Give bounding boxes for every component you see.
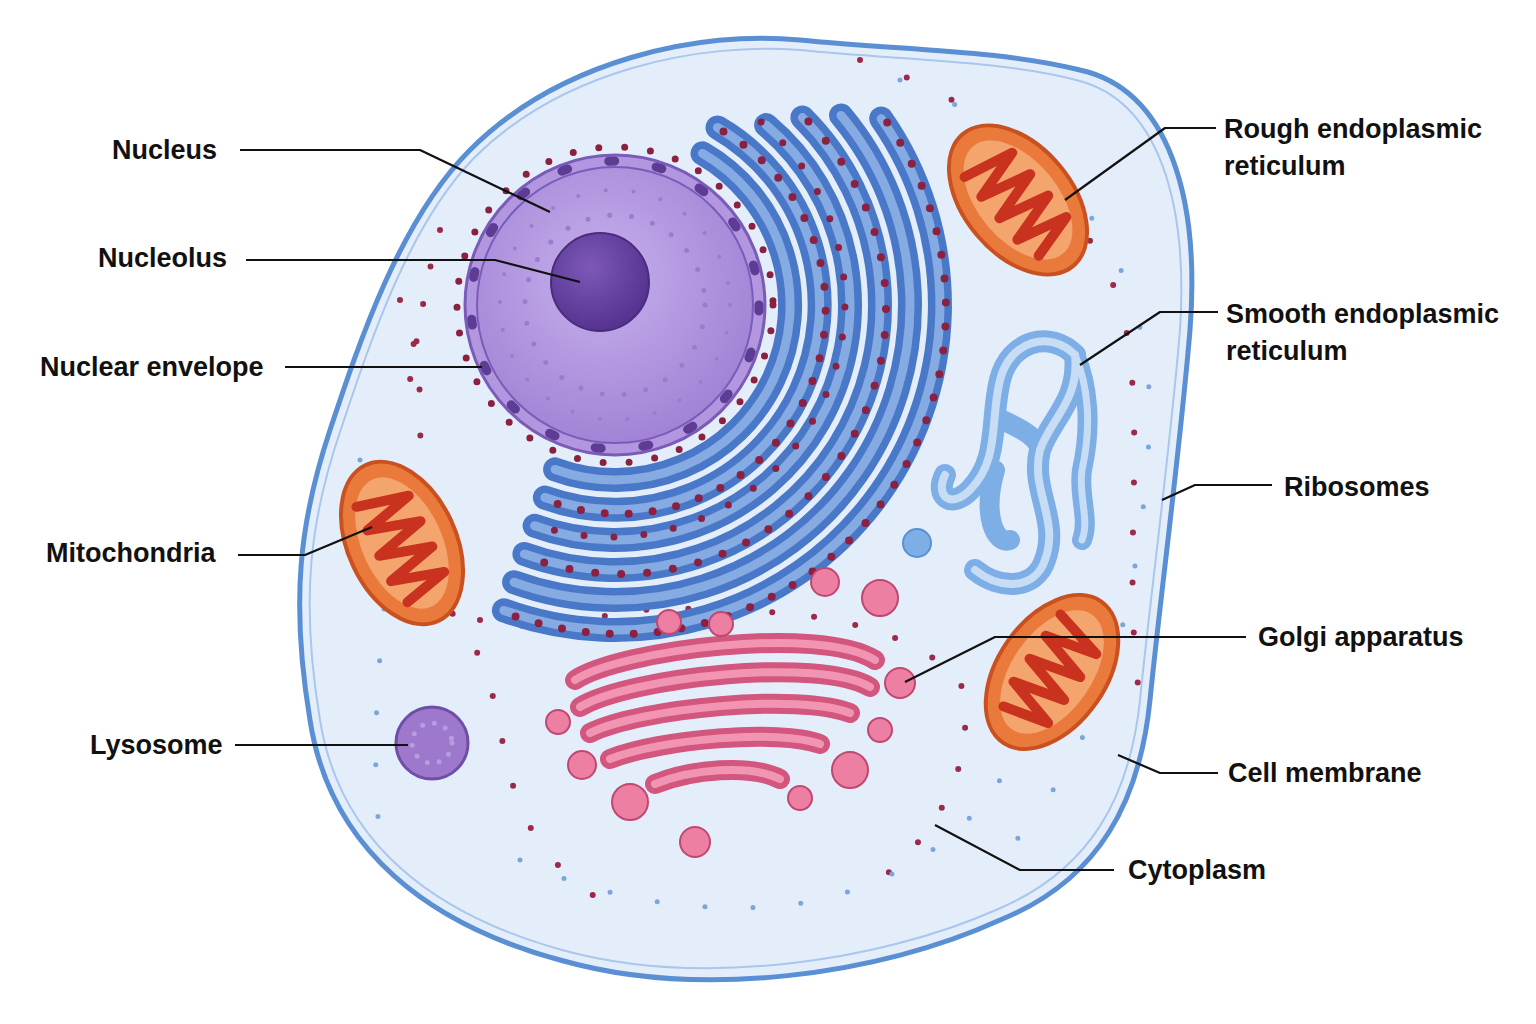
leader-line: [285, 366, 482, 368]
leader-line: [238, 527, 372, 555]
golgi-vesicle: [811, 568, 839, 596]
part-label: Golgi apparatus: [1258, 619, 1528, 656]
leader-lines: [235, 128, 1272, 870]
mitochondrion: [317, 442, 488, 644]
part-label: Smooth endoplasmic reticulum: [1226, 296, 1526, 370]
lysosome: [396, 707, 468, 779]
golgi-lumen: [610, 737, 820, 759]
golgi-vesicle: [709, 612, 733, 636]
golgi-vesicle: [657, 610, 681, 634]
golgi-vesicle: [612, 784, 648, 820]
er-tube: [975, 355, 1076, 584]
part-label: Nucleolus: [98, 240, 298, 277]
golgi-cisterna: [655, 770, 780, 784]
golgi-cisterna: [610, 737, 820, 759]
leader-line: [905, 637, 1246, 682]
chromatin: [525, 215, 705, 395]
leader-line: [246, 260, 580, 282]
part-label: Ribosomes: [1284, 469, 1524, 506]
envelope-ribosomes: [457, 147, 773, 463]
golgi-vesicle: [568, 751, 596, 779]
er-tube-lumen: [1075, 355, 1088, 540]
golgi-vesicle: [885, 668, 915, 698]
leader-line: [240, 150, 550, 212]
cell-membrane-outline: [300, 38, 1192, 979]
nucleolus: [551, 233, 649, 331]
leader-line: [235, 744, 408, 746]
mitochondrion: [921, 99, 1114, 300]
er-tube: [990, 470, 1010, 541]
leader-line: [1162, 485, 1272, 500]
mitochondrion: [958, 571, 1145, 774]
golgi-vesicle: [862, 580, 898, 616]
ribosome-dots: [480, 608, 965, 880]
er-vesicle: [903, 529, 931, 557]
leader-line: [1080, 312, 1218, 365]
part-label: Rough endoplasmic reticulum: [1224, 111, 1514, 185]
leader-line: [935, 825, 1114, 870]
part-label: Cytoplasm: [1128, 852, 1378, 889]
part-label: Lysosome: [90, 727, 290, 764]
cytoplasm-dots: [520, 780, 1000, 908]
smooth-er: [903, 341, 1088, 584]
leader-line: [1118, 755, 1218, 773]
er-tube: [1002, 420, 1040, 452]
er-tube-lumen: [975, 355, 1076, 584]
part-label: Cell membrane: [1228, 755, 1518, 792]
chromatin: [500, 190, 730, 420]
nuclear-pores: [471, 161, 759, 449]
nuclear-envelope: [465, 155, 765, 455]
cytoplasm-speckles: [360, 60, 1150, 908]
ribosome-dots: [410, 230, 440, 380]
cytoplasm-dots: [900, 80, 1150, 880]
nucleoplasm: [477, 167, 753, 443]
golgi-lumen: [655, 770, 780, 784]
part-label: Mitochondria: [46, 535, 266, 572]
golgi-lumen: [590, 704, 850, 733]
leader-line: [1065, 128, 1216, 200]
golgi-vesicle: [546, 710, 570, 734]
part-label: Nuclear envelope: [40, 349, 300, 386]
golgi-vesicle: [680, 827, 710, 857]
golgi-vesicle: [868, 718, 892, 742]
golgi-vesicle: [788, 786, 812, 810]
lysosome-texture: [412, 723, 452, 763]
nucleus: [457, 147, 773, 463]
golgi-apparatus: [546, 568, 915, 857]
part-label: Nucleus: [112, 132, 312, 169]
cell-membrane-inner: [310, 49, 1182, 968]
golgi-vesicle: [832, 752, 868, 788]
